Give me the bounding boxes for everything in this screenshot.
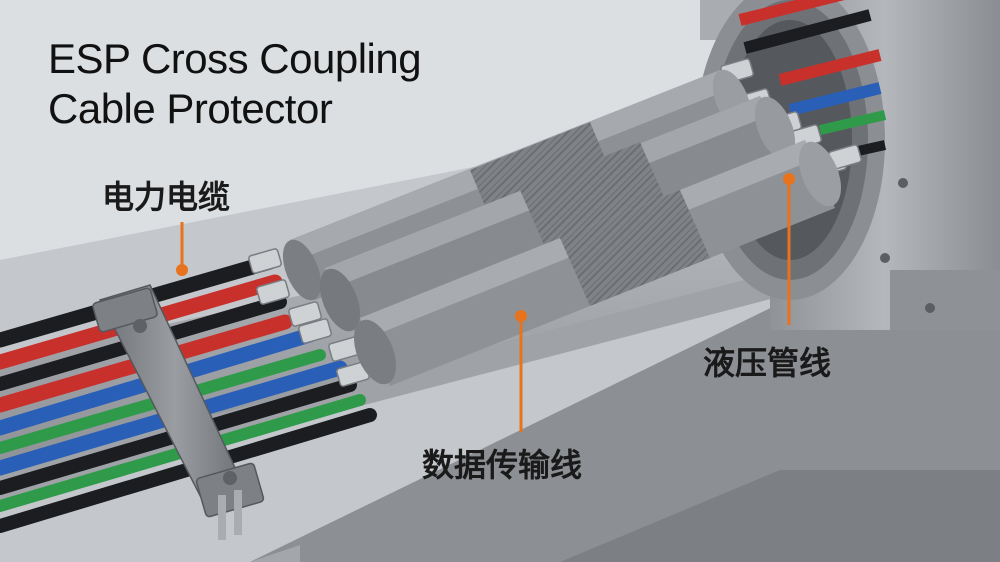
cable-clamp <box>92 284 265 540</box>
callout-power-cable <box>176 222 188 276</box>
title-line-1: ESP Cross Coupling <box>48 35 422 82</box>
callout-hydraulic-line <box>783 173 795 325</box>
protector-middle <box>319 96 796 332</box>
protector-lower <box>354 140 841 386</box>
label-power-cable: 电力电缆 <box>102 178 231 216</box>
cable-bundle <box>738 0 887 160</box>
title-line-2: Cable Protector <box>48 85 333 132</box>
tray-edge <box>250 545 300 562</box>
label-hydraulic-line: 液压管线 <box>703 344 832 382</box>
callout-data-line <box>515 310 527 432</box>
label-data-line: 数据传输线 <box>422 446 583 484</box>
diagram-title: ESP Cross Coupling Cable Protector <box>48 34 422 134</box>
tray-floor <box>560 470 1000 562</box>
